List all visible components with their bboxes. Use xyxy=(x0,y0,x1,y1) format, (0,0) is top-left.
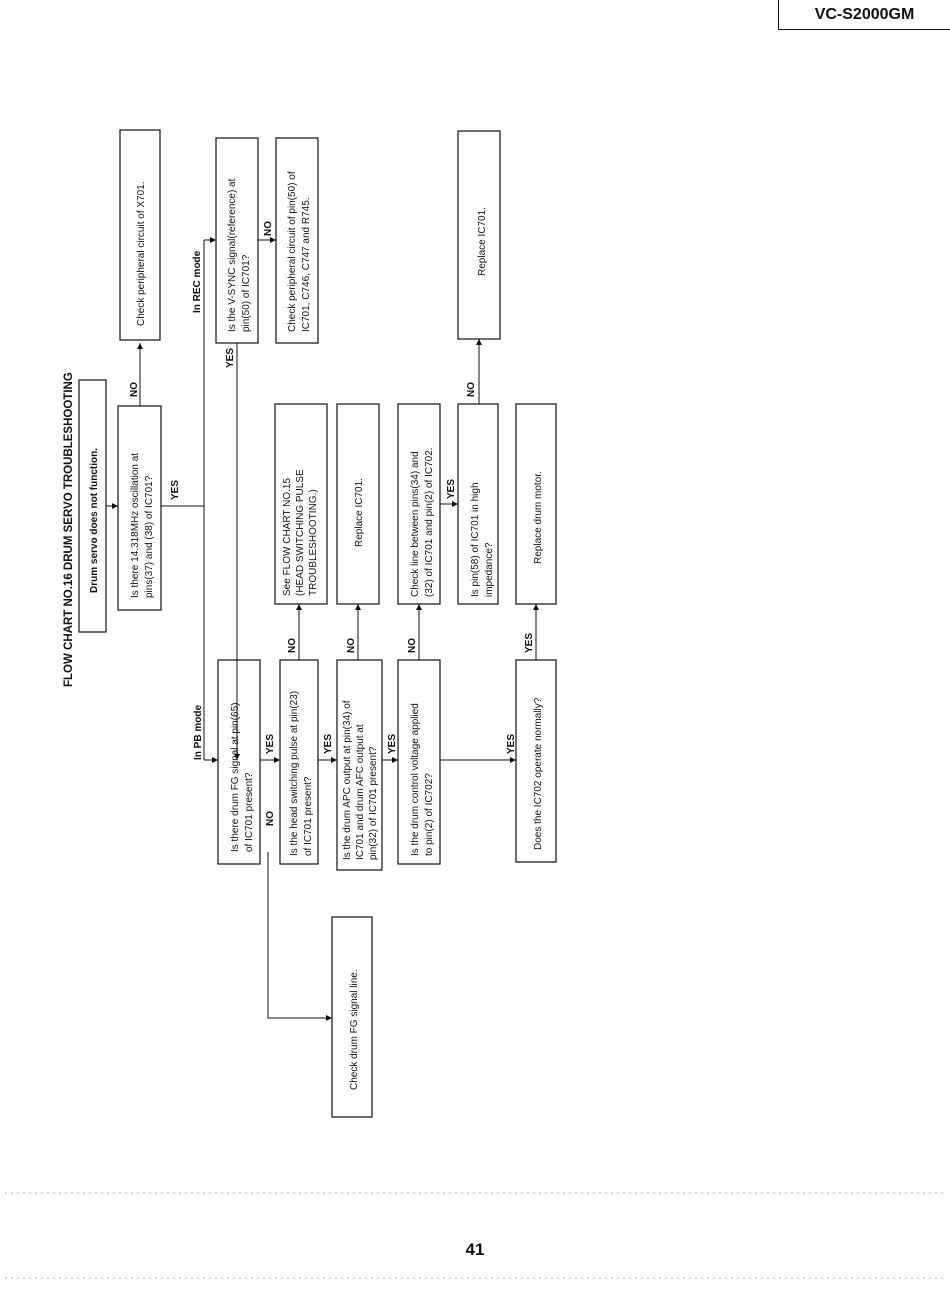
node-osc-check-line-1: Is there 14.318MHz oscillation at xyxy=(130,453,141,598)
node-ic702-check: Does the IC702 operate normally? xyxy=(515,659,557,863)
node-fc15: See FLOW CHART NO.15 (HEAD SWITCHING PUL… xyxy=(274,403,328,605)
node-hsw-check: Is the head switching pulse at pin(23) o… xyxy=(279,659,319,865)
label-hsw-no: NO xyxy=(287,638,298,653)
node-pin58-check: Is pin(58) of IC701 in high impedance? xyxy=(457,403,499,605)
label-osc-yes: YES xyxy=(170,480,181,500)
node-x701: Check peripheral circuit of X701. xyxy=(119,129,161,341)
node-replace-motor-line-1: Replace drum motor. xyxy=(533,471,544,564)
node-start-line-1: Drum servo does not function. xyxy=(89,448,100,593)
node-apc-check-line-2: IC701 and drum AFC output at xyxy=(355,724,366,860)
node-pin58-check-line-1: Is pin(58) of IC701 in high xyxy=(470,482,481,597)
node-fc15-line-2: (HEAD SWITCHING PULSE xyxy=(295,469,306,596)
node-fc15-line-3: TROUBLESHOOTING.) xyxy=(308,489,319,596)
node-line-check-line-2: (32) of IC701 and pin(2) of IC702. xyxy=(424,447,435,597)
label-pin58-no: NO xyxy=(466,382,477,397)
node-fg-line-line-1: Check drum FG signal line. xyxy=(349,969,360,1090)
node-osc-check-line-2: pins(37) and (38) of IC701? xyxy=(144,475,155,598)
node-start: Drum servo does not function. xyxy=(78,379,107,633)
mode-label-rec: In REC mode xyxy=(192,250,203,313)
node-pin50-periph-line-2: IC701, C746, C747 and R745. xyxy=(301,197,312,332)
label-fg-no: NO xyxy=(265,811,276,826)
node-vsync-check: Is the V-SYNC signal(reference) at pin(5… xyxy=(215,137,259,344)
label-vsync-no: NO xyxy=(263,221,274,236)
node-fc15-line-1: See FLOW CHART NO.15 xyxy=(282,478,293,596)
flowchart-title: FLOW CHART NO.16 DRUM SERVO TROUBLESHOOT… xyxy=(63,372,75,687)
node-apc-check-line-1: Is the drum APC output at pin(34) of xyxy=(342,700,353,860)
node-pin58-check-line-2: impedance? xyxy=(484,542,495,597)
label-hsw-yes: YES xyxy=(323,734,334,754)
label-osc-no: NO xyxy=(129,382,140,397)
label-apc-yes: YES xyxy=(387,734,398,754)
label-line-yes: YES xyxy=(446,479,457,499)
node-replace-motor: Replace drum motor. xyxy=(515,403,557,605)
node-ic702-check-line-1: Does the IC702 operate normally? xyxy=(533,697,544,850)
node-osc-check: Is there 14.318MHz oscillation at pins(3… xyxy=(117,405,162,611)
node-replace-ic701-b-line-1: Replace IC701. xyxy=(477,207,488,276)
label-fg-yes: YES xyxy=(265,734,276,754)
node-replace-ic701-a-line-1: Replace IC701. xyxy=(354,478,365,547)
node-replace-ic701-b: Replace IC701. xyxy=(457,130,501,340)
node-vsync-check-line-1: Is the V-SYNC signal(reference) at xyxy=(227,178,238,332)
node-ctrl-check-line-2: to pin(2) of IC702? xyxy=(424,773,435,856)
node-replace-ic701-a: Replace IC701. xyxy=(336,403,380,605)
node-line-check: Check line between pins(34) and (32) of … xyxy=(397,403,441,605)
node-apc-check: Is the drum APC output at pin(34) of IC7… xyxy=(336,659,383,871)
mode-label-pb: In PB mode xyxy=(193,705,204,760)
node-ctrl-check-line-1: Is the drum control voltage applied xyxy=(410,703,421,856)
connector-fg-no xyxy=(267,852,332,1021)
label-ctrl-yes: YES xyxy=(506,734,517,754)
node-fg-line: Check drum FG signal line. xyxy=(331,916,373,1118)
page-number: 41 xyxy=(465,1240,485,1259)
node-fg-check-line-1: Is there drum FG signal at pin(65) xyxy=(230,702,241,852)
model-header: VC-S2000GM xyxy=(778,0,950,30)
node-fg-check: Is there drum FG signal at pin(65) of IC… xyxy=(217,659,261,865)
label-vsync-yes: YES xyxy=(225,348,236,368)
node-ctrl-check: Is the drum control voltage applied to p… xyxy=(397,659,441,865)
label-apc-no: NO xyxy=(346,638,357,653)
node-hsw-check-line-1: Is the head switching pulse at pin(23) xyxy=(289,691,300,856)
label-ctrl-no: NO xyxy=(407,638,418,653)
node-x701-line-1: Check peripheral circuit of X701. xyxy=(136,181,147,326)
node-line-check-line-1: Check line between pins(34) and xyxy=(410,451,421,597)
node-pin50-periph-line-1: Check peripheral circuit of pin(50) of xyxy=(287,171,298,332)
node-apc-check-line-3: pin(32) of IC701 present? xyxy=(368,746,379,860)
node-vsync-check-line-2: pin(50) of IC701? xyxy=(241,254,252,332)
node-fg-check-line-2: of IC701 present? xyxy=(244,772,255,852)
label-ic702-yes: YES xyxy=(524,633,535,653)
node-hsw-check-line-2: of IC701 present? xyxy=(303,776,314,856)
node-pin50-periph: Check peripheral circuit of pin(50) of I… xyxy=(275,137,319,344)
model-number: VC-S2000GM xyxy=(814,5,915,23)
